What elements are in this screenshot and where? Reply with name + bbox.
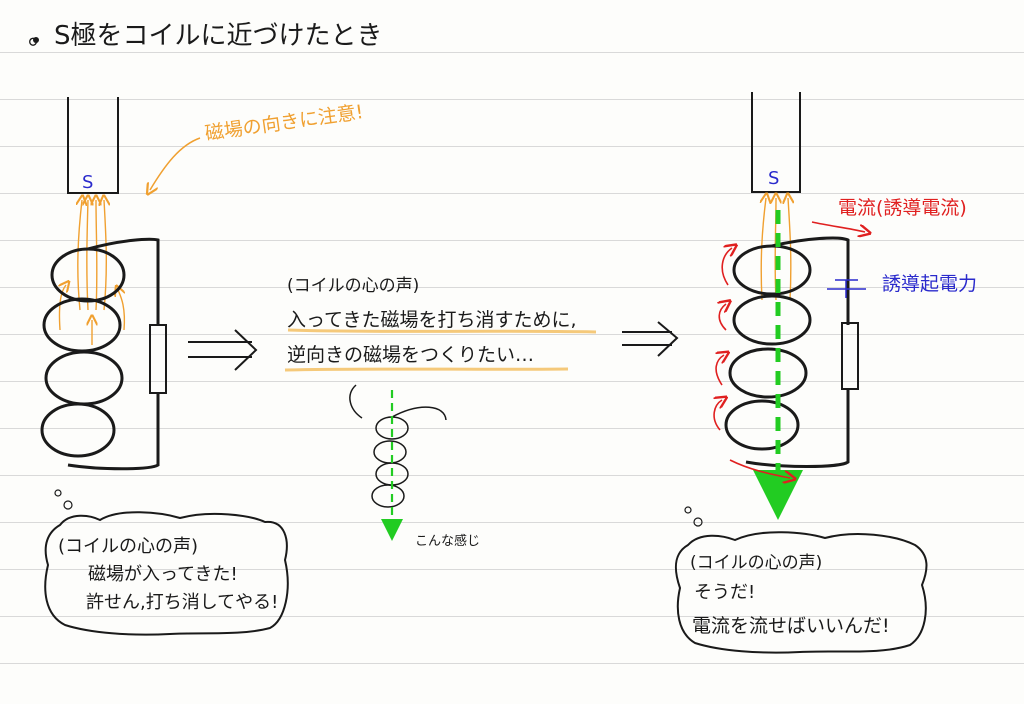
right-magnet bbox=[751, 92, 801, 193]
left-bubble-dot-2 bbox=[63, 500, 73, 510]
middle-heading: (コイルの心の声) bbox=[287, 276, 419, 296]
left-field-lines bbox=[59, 200, 124, 345]
middle-caption: こんな感じ bbox=[415, 533, 480, 549]
left-bubble-dot bbox=[54, 489, 62, 497]
current-label: 電流(誘導電流) bbox=[838, 197, 967, 219]
middle-line1: 入ってきた磁場を打ち消すために, bbox=[287, 309, 577, 331]
right-thought-bubble bbox=[674, 531, 928, 654]
highlight-line1 bbox=[287, 328, 597, 334]
left-thought-bubble bbox=[44, 511, 289, 636]
right-magnet-label: S bbox=[768, 168, 779, 189]
right-bubble-line2: 電流を流せばいいんだ! bbox=[692, 615, 890, 637]
right-resistor bbox=[841, 322, 859, 390]
left-note: 磁場の向きに注意! bbox=[204, 101, 365, 145]
right-bubble-dot bbox=[684, 506, 692, 514]
left-magnet bbox=[67, 97, 119, 194]
emf-label: 誘導起電力 bbox=[882, 273, 977, 295]
left-resistor bbox=[149, 324, 167, 394]
left-bubble-line1: 磁場が入ってきた! bbox=[88, 564, 238, 585]
emf-marker bbox=[827, 279, 866, 298]
left-bubble-heading: (コイルの心の声) bbox=[58, 536, 198, 557]
left-bubble-line2: 許せん,打ち消してやる! bbox=[86, 592, 278, 613]
left-coil bbox=[40, 237, 160, 471]
right-bubble-heading: (コイルの心の声) bbox=[690, 553, 822, 573]
middle-line2: 逆向きの磁場をつくりたい… bbox=[287, 344, 534, 366]
left-diagram: S 磁場の向きに注意! (コイルの心の声) 磁場が入ってきた! bbox=[40, 97, 365, 636]
left-magnet-label: S bbox=[82, 172, 93, 193]
right-diagram: S 電流(誘導電流) 誘導起電力 bbox=[674, 92, 977, 654]
title-bullet bbox=[33, 37, 39, 43]
implies-arrow-left bbox=[188, 329, 258, 371]
right-bubble-line1: そうだ! bbox=[694, 582, 755, 603]
middle-section: (コイルの心の声) 入ってきた磁場を打ち消すために, 逆向きの磁場をつくりたい…… bbox=[284, 276, 597, 549]
current-arrows bbox=[714, 221, 865, 478]
right-bubble-dot-2 bbox=[693, 517, 703, 527]
page-title: 。S極をコイルに近づけたとき bbox=[28, 21, 383, 51]
left-note-arrow bbox=[150, 137, 201, 190]
right-coil bbox=[724, 236, 850, 468]
highlight-line2 bbox=[284, 367, 569, 372]
implies-arrow-right bbox=[622, 321, 679, 357]
middle-connector bbox=[349, 384, 363, 419]
small-coil bbox=[371, 406, 447, 508]
